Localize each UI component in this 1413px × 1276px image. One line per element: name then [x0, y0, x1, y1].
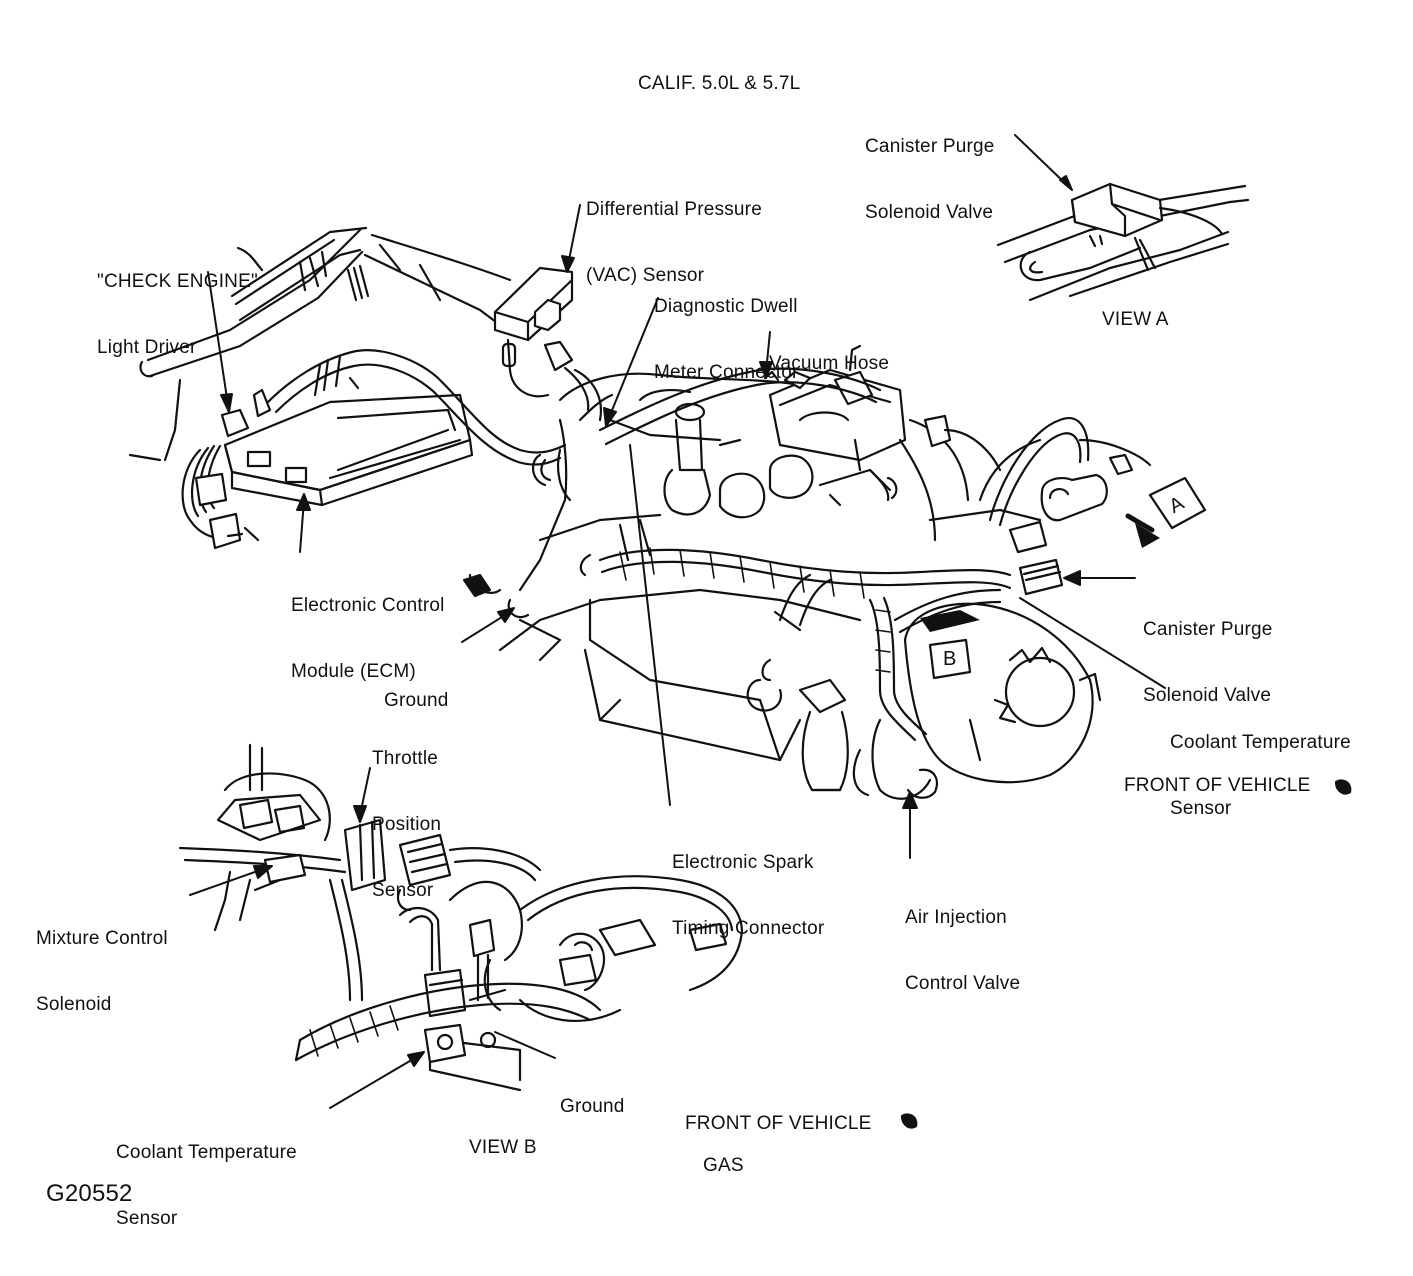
label-coolant-temp-main: Coolant Temperature Sensor	[1170, 688, 1351, 864]
label-line: Solenoid	[36, 994, 112, 1015]
front-of-vehicle-main: FRONT OF VEHICLE	[1124, 775, 1311, 796]
label-line: Diagnostic Dwell	[654, 296, 798, 317]
front-of-vehicle-view-b: FRONT OF VEHICLE	[685, 1113, 872, 1134]
label-canister-purge-view-a: Canister Purge Solenoid Valve	[865, 92, 995, 268]
label-coolant-temp-view-b: Coolant Temperature Sensor	[116, 1098, 297, 1274]
label-line: Mixture Control	[36, 928, 168, 949]
label-line: Differential Pressure	[586, 199, 762, 220]
ecm-module	[181, 349, 567, 550]
map-sensor	[493, 266, 602, 422]
label-diagnostic-dwell: Diagnostic Dwell Meter Connector	[654, 252, 799, 428]
label-electronic-spark: Electronic Spark Timing Connector	[672, 808, 824, 984]
label-throttle-position: Throttle Position Sensor	[372, 704, 441, 946]
view-b-marker: B	[943, 648, 957, 670]
engine-body	[462, 344, 1352, 1129]
label-ecm: Electronic Control Module (ECM)	[291, 551, 445, 727]
label-line: Solenoid Valve	[865, 202, 994, 223]
label-line: Electronic Spark	[672, 852, 814, 873]
figure-code: G20552	[46, 1180, 133, 1207]
label-line: Ground	[560, 1096, 625, 1117]
label-line: Canister Purge	[1143, 619, 1273, 640]
view-a-caption: VIEW A	[1102, 309, 1169, 330]
label-ground-main: Ground	[384, 646, 449, 756]
label-line: Coolant Temperature	[116, 1142, 297, 1163]
label-line: Throttle	[372, 748, 439, 769]
fuel-type: GAS	[703, 1155, 744, 1176]
label-line: "CHECK ENGINE"	[97, 271, 258, 292]
label-line: Sensor	[116, 1208, 178, 1229]
label-line: Vacuum Hose	[769, 353, 890, 374]
label-ground-view-b: Ground	[560, 1052, 625, 1162]
view-b-caption: VIEW B	[469, 1137, 537, 1158]
label-line: Solenoid Valve	[1143, 685, 1272, 706]
leader-lines	[189, 134, 1166, 1109]
label-line: Sensor	[372, 880, 434, 901]
label-canister-purge-main: Canister Purge Solenoid Valve	[1143, 575, 1273, 751]
label-line: Meter Connector	[654, 362, 799, 383]
label-line: (VAC) Sensor	[586, 265, 705, 286]
label-line: Air Injection	[905, 907, 1007, 928]
label-line: Position	[372, 814, 442, 835]
label-line: Control Valve	[905, 973, 1021, 994]
label-line: Sensor	[1170, 798, 1232, 819]
cowl-area	[128, 226, 512, 462]
view-a-illustration	[996, 182, 1250, 302]
label-line: Canister Purge	[865, 136, 995, 157]
label-differential-pressure: Differential Pressure (VAC) Sensor	[586, 155, 762, 331]
label-line: Module (ECM)	[291, 661, 416, 682]
label-line: Coolant Temperature	[1170, 732, 1351, 753]
view-b-illustration	[178, 743, 744, 1092]
label-mixture-control: Mixture Control Solenoid	[36, 884, 168, 1060]
label-vacuum-hose: Vacuum Hose	[769, 309, 889, 419]
label-check-engine-driver: "CHECK ENGINE" Light Driver	[97, 227, 258, 403]
label-line: Timing Connector	[672, 918, 825, 939]
label-line: Electronic Control	[291, 595, 445, 616]
label-line: Light Driver	[97, 337, 197, 358]
label-line: Ground	[384, 690, 449, 711]
diagram-title: CALIF. 5.0L & 5.7L	[638, 73, 801, 94]
label-air-injection: Air Injection Control Valve	[905, 863, 1020, 1039]
